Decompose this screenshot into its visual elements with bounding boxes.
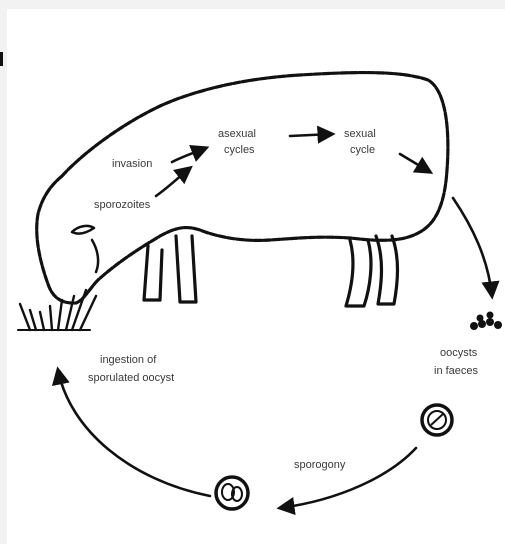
label-sporogony: sporogony <box>294 459 346 471</box>
sheep-illustration <box>37 73 448 306</box>
oocyst-icon-right <box>422 405 452 435</box>
arrow-oocyst-to-sporogony <box>280 448 416 508</box>
sheep-front-leg-left <box>144 246 162 300</box>
sheep-back-leg-left <box>346 240 371 306</box>
label-cycle: cycle <box>350 144 375 156</box>
arrow-gut-to-faeces <box>453 198 492 296</box>
arrow-invasion-to-asexual <box>172 148 206 162</box>
arrow-asexual-to-sexual <box>290 134 332 136</box>
oocyst-icon-bottom <box>216 477 248 509</box>
label-in-faeces: in faeces <box>434 365 479 377</box>
arrow-sexual-to-gut <box>400 154 430 172</box>
cycle-arrows <box>58 134 492 508</box>
arrow-sporulated-to-ingestion <box>58 370 210 496</box>
sheep-front-leg-right <box>176 236 196 302</box>
label-cycles: cycles <box>224 144 255 156</box>
arrow-sporozoites-to-invasion <box>156 168 190 196</box>
sheep-back-leg-right <box>376 236 398 304</box>
label-invasion: invasion <box>112 158 152 170</box>
label-ingestion-of: ingestion of <box>100 354 157 366</box>
label-asexual: asexual <box>218 128 256 140</box>
label-sporulated-oocyst: sporulated oocyst <box>88 372 174 384</box>
faeces-icon <box>470 312 502 331</box>
sheep-eye <box>72 226 94 234</box>
sheep-ear <box>92 240 98 272</box>
label-sporozoites: sporozoites <box>94 199 151 211</box>
label-sexual: sexual <box>344 128 376 140</box>
label-oocysts: oocysts <box>440 347 478 359</box>
edge-mark <box>0 52 3 66</box>
